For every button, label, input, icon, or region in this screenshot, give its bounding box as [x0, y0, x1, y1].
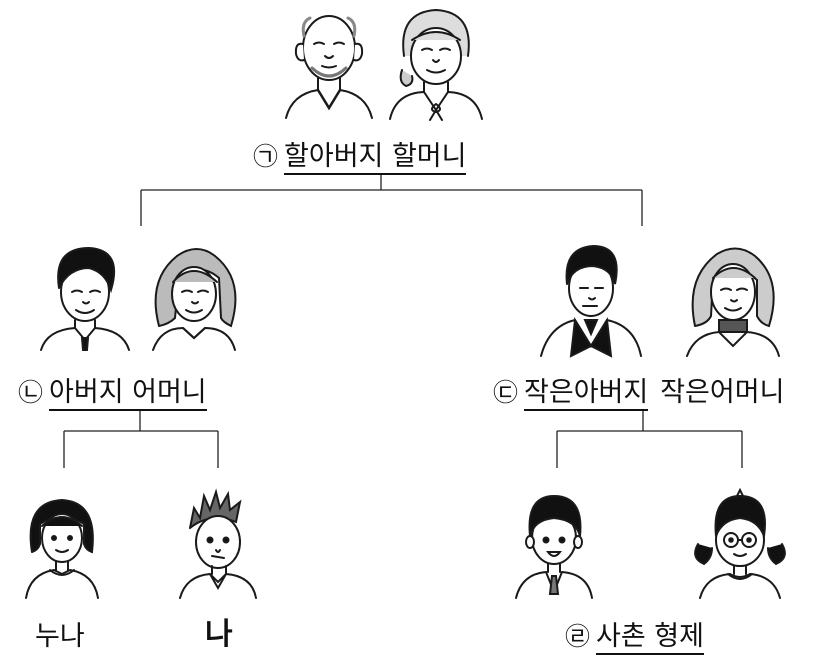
aunt-text: 작은어머니 [660, 377, 785, 408]
aunt-portrait [683, 240, 783, 358]
father-portrait [37, 242, 132, 352]
older-sister-label: 누나 [35, 621, 85, 652]
marker-rieul: ㉣ [565, 622, 591, 651]
grandfather-portrait [282, 6, 377, 120]
marker-digeut: ㉢ [493, 378, 519, 407]
uncle-portrait [539, 240, 643, 358]
uncle-text: 작은아버지 [524, 377, 649, 411]
grandparents-text: 할아버지 할머니 [284, 141, 467, 175]
mother-portrait [145, 242, 243, 352]
older-sister-portrait [20, 488, 104, 600]
grandmother-portrait [386, 4, 486, 121]
me-label: 나 [205, 617, 233, 652]
cousin-boy-portrait [512, 488, 596, 600]
cousins-text: 사촌 형제 [596, 621, 704, 655]
parents-text: 아버지 어머니 [49, 377, 207, 411]
marker-nieun: ㉡ [18, 378, 44, 407]
marker-giyeok: ㉠ [253, 142, 279, 171]
cousin-girl-portrait [692, 488, 788, 600]
me-portrait [176, 488, 260, 600]
